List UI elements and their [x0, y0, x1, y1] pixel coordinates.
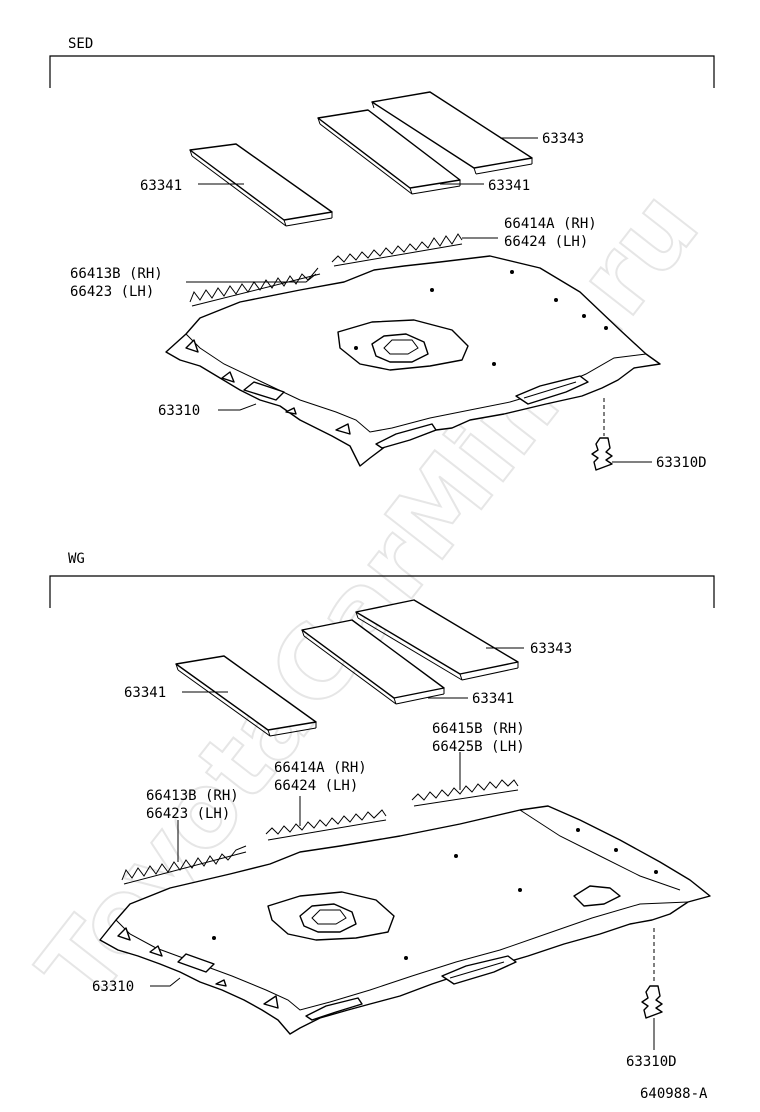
wg-strip-66414A — [265, 809, 387, 835]
label-sed-63341-right: 63341 — [488, 178, 530, 194]
label-wg-63343: 63343 — [530, 641, 572, 657]
label-wg-63310D: 63310D — [626, 1054, 677, 1070]
section-wg: WG — [49, 551, 715, 1070]
sed-strip-66414A — [331, 233, 463, 263]
label-wg-63310: 63310 — [92, 979, 134, 995]
sed-handle-cutout-right — [515, 375, 589, 405]
label-sed-63343: 63343 — [542, 131, 584, 147]
wg-strip-66413B — [121, 845, 247, 881]
sed-strip-66413B — [189, 267, 319, 303]
label-wg-66425B: 66425B (LH) — [432, 739, 525, 755]
label-wg-63341-left: 63341 — [124, 685, 166, 701]
label-wg-66414A: 66414A (RH) — [274, 760, 367, 776]
wg-headliner-63310 — [99, 805, 711, 1035]
section-frame-wg — [49, 575, 715, 608]
wg-strip-66415B — [411, 779, 519, 801]
label-sed-63310D: 63310D — [656, 455, 707, 471]
wg-clip-63310D — [641, 985, 663, 1019]
wg-visor-cutout-left — [177, 953, 215, 973]
wg-handle-cutout-right — [441, 955, 517, 985]
figure-code: 640988-A — [640, 1086, 708, 1102]
label-sed-66413B: 66413B (RH) — [70, 266, 163, 282]
section-label-sed: SED — [68, 36, 93, 52]
label-sed-63341-left: 63341 — [140, 178, 182, 194]
sed-handle-cutout-front — [375, 423, 437, 449]
sed-pad-63341-left — [189, 143, 333, 221]
label-sed-66424: 66424 (LH) — [504, 234, 588, 250]
label-wg-66415B: 66415B (RH) — [432, 721, 525, 737]
label-wg-66424: 66424 (LH) — [274, 778, 358, 794]
wg-rear-cutout — [573, 885, 621, 907]
sed-clip-63310D — [591, 437, 613, 471]
section-label-wg: WG — [68, 551, 85, 567]
label-sed-66423: 66423 (LH) — [70, 284, 154, 300]
label-sed-66414A: 66414A (RH) — [504, 216, 597, 232]
label-wg-63341-right: 63341 — [472, 691, 514, 707]
section-sed: SED — [49, 36, 715, 471]
label-wg-66423: 66423 (LH) — [146, 806, 230, 822]
label-sed-63310: 63310 — [158, 403, 200, 419]
wg-handle-cutout-front — [305, 997, 363, 1021]
sed-visor-cutout-left — [243, 381, 285, 401]
section-frame-sed — [49, 55, 715, 88]
label-wg-66413B: 66413B (RH) — [146, 788, 239, 804]
